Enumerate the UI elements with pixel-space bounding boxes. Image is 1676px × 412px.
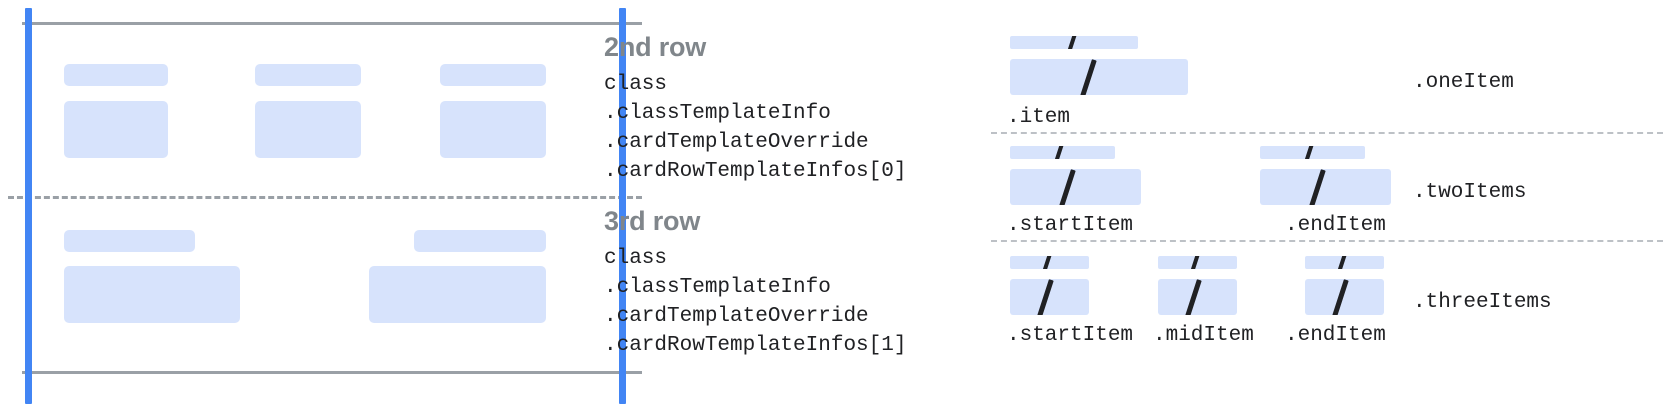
second-row-title: 2nd row [604,32,707,62]
card-top-rule [22,22,642,25]
one-item-body-bar [1010,59,1188,95]
three-items-start-label-bar [1010,256,1089,269]
one-item-label-bar [1010,36,1138,49]
row3-col1-label-block [64,230,195,252]
row2-col3-body-block [440,101,546,158]
slash-icon [1185,279,1202,315]
two-items-row-label: .twoItems [1413,181,1527,204]
one-item-item-label: .item [1007,106,1071,129]
two-items-end-body-bar [1260,169,1391,205]
third-row-code-line-4: .cardRowTemplateInfos[1] [604,334,907,357]
annotation-second-row: 2nd row class .classTemplateInfo .cardTe… [604,30,906,186]
two-items-start-label-bar [1010,146,1115,159]
third-row-code-line-3: .cardTemplateOverride [604,305,869,328]
row3-col2-body-block [369,266,546,323]
second-row-code-line-1: class [604,73,668,96]
row2-col2-label-block [255,64,361,86]
three-items-mid-body-bar [1158,279,1237,315]
three-items-mid-label-bar [1158,256,1237,269]
card-left-guide [25,8,32,404]
slash-icon [1189,256,1201,269]
slash-icon [1053,146,1065,159]
item-layout-separator-1 [991,132,1663,134]
three-items-end-body-bar [1305,279,1384,315]
slash-icon [1059,169,1076,205]
three-items-start-body-bar [1010,279,1089,315]
three-items-mid-label: .midItem [1153,324,1254,347]
slash-icon [1066,36,1078,49]
row3-col1-body-block [64,266,240,323]
two-items-start-label: .startItem [1007,214,1134,237]
row2-col3-label-block [440,64,546,86]
slash-icon [1332,279,1349,315]
three-items-row-label: .threeItems [1413,291,1552,314]
third-row-code-line-1: class [604,247,668,270]
card-right-guide [619,8,626,404]
two-items-end-label-bar [1260,146,1365,159]
second-row-code-line-4: .cardRowTemplateInfos[0] [604,160,907,183]
row2-col1-label-block [64,64,168,86]
card-frame [0,0,660,412]
three-items-end-label: .endItem [1285,324,1386,347]
slash-icon [1336,256,1348,269]
two-items-start-body-bar [1010,169,1141,205]
slash-icon [1303,146,1315,159]
three-items-end-label-bar [1305,256,1384,269]
two-items-end-label: .endItem [1285,214,1386,237]
slash-icon [1037,279,1054,315]
item-layout-panel: .item .oneItem .startItem .endItem .twoI… [985,0,1676,412]
row2-col2-body-block [255,101,361,158]
slash-icon [1080,59,1097,95]
slash-icon [1041,256,1053,269]
third-row-code-line-2: .classTemplateInfo [604,276,831,299]
annotation-third-row: 3rd row class .classTemplateInfo .cardTe… [604,204,906,360]
row3-col2-label-block [414,230,546,252]
row2-col1-body-block [64,101,168,158]
slash-icon [1309,169,1326,205]
row-divider-dashed [8,196,642,199]
card-bottom-rule [22,371,642,374]
third-row-title: 3rd row [604,206,701,236]
three-items-start-label: .startItem [1007,324,1134,347]
one-item-row-label: .oneItem [1413,71,1514,94]
item-layout-separator-2 [991,240,1663,242]
second-row-code-line-3: .cardTemplateOverride [604,131,869,154]
second-row-code-line-2: .classTemplateInfo [604,102,831,125]
